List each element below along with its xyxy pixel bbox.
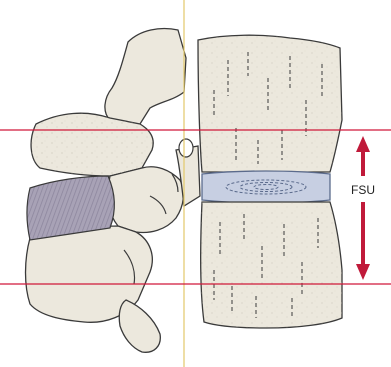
upper-spinous-process [105, 29, 186, 129]
fsu-label: FSU [351, 183, 375, 197]
lower-body-texture [201, 202, 342, 328]
intervertebral-disc [202, 171, 330, 203]
arrow-up-icon [356, 136, 370, 152]
facet-joint-region [108, 167, 183, 233]
upper-body-texture [198, 35, 342, 172]
lower-spinous-process [119, 300, 160, 352]
fsu-double-arrow: FSU [351, 136, 375, 280]
intervertebral-foramen [179, 139, 193, 157]
arrow-down-icon [356, 264, 370, 280]
posterior-elements [26, 29, 201, 353]
